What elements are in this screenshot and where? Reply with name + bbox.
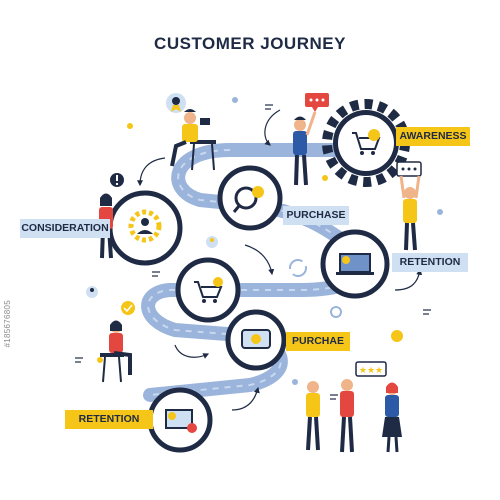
arrow-icon	[244, 244, 275, 276]
stage-circle-retention-bottom	[147, 387, 213, 453]
person-on-stool	[100, 320, 132, 383]
arrow-icon	[174, 344, 210, 359]
user-badge-icon	[86, 286, 98, 298]
svg-text:★★★: ★★★	[359, 366, 383, 376]
people-group	[306, 379, 402, 453]
arrow-icon	[394, 268, 423, 291]
person-standing-pointing	[293, 111, 317, 186]
person-gear-icon	[128, 209, 162, 243]
label-purchase: PURCHASE	[283, 206, 349, 225]
stage-circle-retention-top	[320, 229, 390, 299]
speech-bubble-icon	[305, 93, 329, 112]
stage-circle-consideration	[107, 190, 183, 266]
label-retention-top: RETENTION	[392, 253, 468, 272]
decor-dot	[292, 379, 298, 385]
search-settings-icon	[232, 186, 264, 213]
alert-bubble-icon	[110, 173, 124, 187]
person-holding-sign	[399, 175, 421, 251]
check-bubble-icon	[121, 301, 135, 315]
decor-dot	[97, 357, 103, 363]
stage-circle-purchase-top	[217, 165, 283, 231]
arrow-icon	[264, 109, 281, 146]
stock-id-code: #185676805	[3, 300, 12, 348]
stage-circle-purchae	[225, 309, 287, 371]
cart-check-icon	[194, 277, 223, 303]
ring-dot-icon	[330, 306, 342, 318]
diagram-title: CUSTOMER JOURNEY	[154, 34, 346, 53]
dash-marks	[75, 104, 431, 400]
label-consideration: CONSIDERATION	[20, 219, 110, 238]
certificate-icon	[165, 409, 197, 433]
decor-dot	[437, 209, 443, 215]
label-awareness: AWARENESS	[396, 127, 470, 146]
decor-dot	[232, 97, 238, 103]
chat-dollar-icon	[241, 329, 271, 349]
stage-circle-cart	[175, 257, 241, 323]
person-on-chair	[170, 109, 216, 171]
decor-dot	[127, 123, 133, 129]
arrow-icon	[137, 157, 166, 187]
label-purchae: PURCHAE	[286, 332, 350, 351]
refresh-icon	[289, 259, 307, 277]
road-center-line	[147, 149, 364, 396]
cart-icon	[352, 129, 381, 155]
info-badge-icon	[391, 330, 403, 342]
arrow-icon	[231, 386, 260, 411]
laptop-icon	[336, 253, 374, 275]
award-badge-icon	[166, 93, 186, 113]
rating-bubble-icon: ★★★	[355, 361, 387, 377]
user-badge-icon	[206, 236, 218, 248]
decor-dot	[322, 175, 328, 181]
label-retention-bottom: RETENTION	[65, 410, 153, 429]
stage-circle-awareness	[338, 115, 394, 171]
speech-bubble-icon	[396, 161, 422, 177]
